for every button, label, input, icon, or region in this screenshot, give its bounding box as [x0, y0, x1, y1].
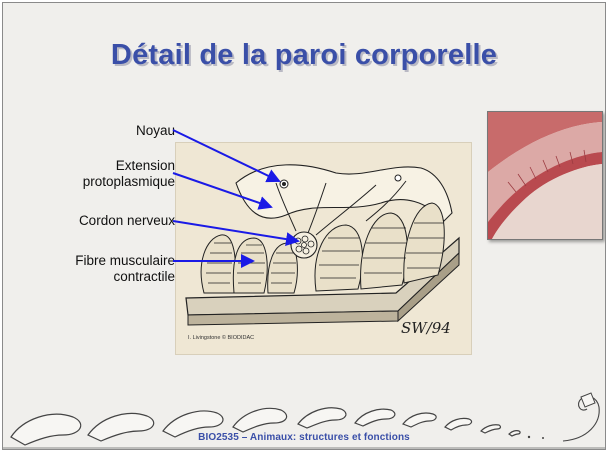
label-extension-line2: protoplasmique — [82, 174, 175, 189]
footer-course-title: BIO2535 – Animaux: structures et fonctio… — [198, 432, 410, 443]
label-fibre-line1: Fibre musculaire — [75, 253, 175, 268]
histology-image — [488, 112, 602, 239]
label-fibre-line2: contractile — [113, 269, 175, 284]
diagram-credit: I. Livingstone © BIODIDAC — [188, 334, 254, 341]
histology-photo — [487, 111, 603, 240]
label-extension-line1: Extension — [115, 158, 175, 173]
label-fibre: Fibre musculaire contractile — [33, 253, 175, 285]
body-wall-diagram: I. Livingstone © BIODIDAC SW/94 — [175, 142, 472, 355]
label-noyau: Noyau — [93, 123, 175, 139]
slide-footer: BIO2535 – Animaux: structures et fonctio… — [3, 379, 605, 449]
label-cordon-text: Cordon nerveux — [78, 213, 175, 228]
worm-decoration — [3, 392, 605, 449]
label-noyau-text: Noyau — [135, 123, 175, 138]
diagram-signature: SW/94 — [401, 319, 451, 337]
label-extension: Extension protoplasmique — [43, 158, 175, 190]
slide-title: Détail de la paroi corporelle — [110, 39, 498, 71]
body-wall-illustration: I. Livingstone © BIODIDAC SW/94 — [185, 164, 460, 341]
label-cordon: Cordon nerveux — [33, 213, 175, 229]
